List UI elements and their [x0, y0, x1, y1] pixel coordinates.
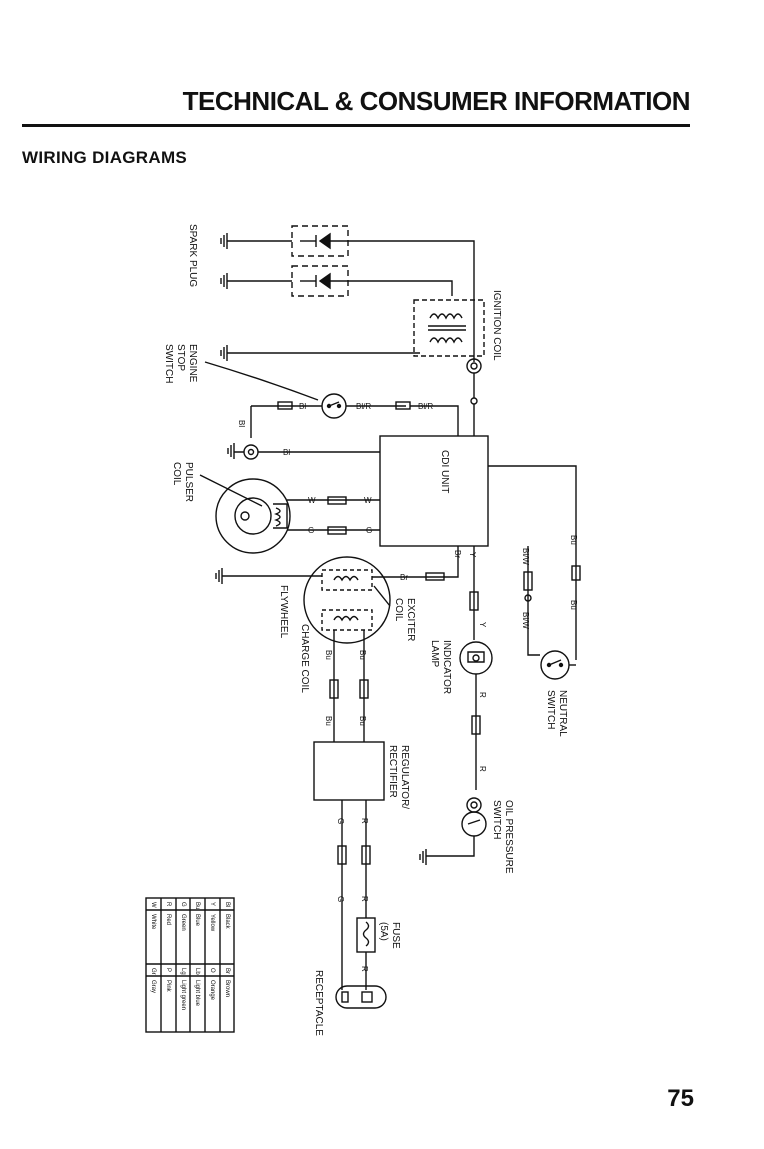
wire-label: R: [360, 896, 369, 902]
wire-label: Bu: [324, 650, 333, 660]
exciter-label-2: COIL: [393, 598, 404, 622]
key-cell: Bl: [224, 902, 230, 907]
wire-label: Bl/W: [521, 548, 530, 565]
wire-label: Bu: [569, 600, 578, 610]
wire-label: Br: [400, 573, 408, 582]
pulser-coil: [199, 474, 291, 554]
component-labels: SPARK PLUG IGNITION COIL ENGINE STOP SWI…: [163, 224, 568, 1036]
wire-label: Bl: [237, 420, 246, 427]
key-cell: O: [209, 968, 215, 973]
key-cell: Lg: [180, 968, 186, 975]
spark-plug-label: SPARK PLUG: [187, 224, 198, 287]
receptacle: [335, 985, 387, 1009]
wire-label: Y: [478, 622, 487, 628]
key-cell: G: [180, 902, 186, 907]
key-cell: Gr: [150, 968, 156, 975]
spark-plug-2: [227, 265, 349, 297]
cdi-unit-label: CDI UNIT: [439, 450, 450, 493]
indicator-lamp: [459, 641, 493, 675]
neutral-switch: [540, 650, 570, 680]
regulator-label-2: RECTIFIER: [387, 745, 398, 798]
wire-label: G: [336, 818, 345, 824]
color-key-text: Bl Black Br Brown Y Yellow O Orange Bu B…: [150, 902, 230, 1010]
oil-pressure-label-1: OIL PRESSURE: [503, 800, 514, 874]
neutral-switch-label-2: SWITCH: [545, 690, 556, 729]
oil-pressure-label-2: SWITCH: [491, 800, 502, 839]
charge-coil-label: CHARGE COIL: [299, 624, 310, 693]
key-cell: Black: [224, 914, 230, 930]
wire-label: R: [360, 966, 369, 972]
ignition-coil-label: IGNITION COIL: [491, 290, 502, 361]
key-cell: White: [150, 914, 156, 930]
wire-label: R: [478, 692, 487, 698]
key-cell: Y: [209, 902, 215, 906]
flywheel-label: FLYWHEEL: [278, 585, 289, 639]
key-cell: W: [150, 902, 156, 908]
wire-label: Bl/W: [521, 612, 530, 629]
fuse-label-2: (5A): [378, 922, 389, 941]
key-cell: Light blue: [194, 980, 200, 1007]
engine-stop-label-3: SWITCH: [163, 344, 174, 383]
cdi-unit: [379, 435, 489, 547]
pulser-label-1: PULSER: [183, 462, 194, 502]
wire-label: Bl/R: [418, 402, 433, 411]
ignition-coil: [413, 299, 485, 374]
regulator-label-1: REGULATOR/: [399, 745, 410, 809]
color-key-table: [145, 897, 235, 1033]
header-rule: [22, 124, 690, 127]
key-cell: Red: [165, 914, 171, 925]
wire-label: Bu: [324, 716, 333, 726]
key-cell: P: [165, 968, 171, 972]
wire-label: Bl/R: [356, 402, 371, 411]
wire-label: R: [360, 818, 369, 824]
receptacle-label: RECEPTACLE: [313, 970, 324, 1036]
indicator-lamp-label-2: LAMP: [429, 640, 440, 668]
key-cell: Blue: [194, 914, 200, 927]
neutral-switch-label-1: NEUTRAL: [557, 690, 568, 737]
engine-stop-label-1: ENGINE: [187, 344, 198, 383]
wire-label: W: [364, 496, 372, 505]
key-cell: Bu: [194, 902, 200, 909]
wire-label: Bu: [358, 650, 367, 660]
page-header-title: TECHNICAL & CONSUMER INFORMATION: [182, 86, 691, 116]
spark-plug-1: [227, 225, 349, 257]
key-cell: Pink: [165, 980, 171, 993]
wire-label: Bl: [299, 402, 306, 411]
key-cell: Yellow: [209, 914, 215, 932]
fuse-label-1: FUSE: [390, 922, 401, 949]
wire-label: G: [308, 526, 314, 535]
wire-label: Bu: [358, 716, 367, 726]
key-cell: Lb: [194, 968, 200, 975]
wire-label: W: [308, 496, 316, 505]
wire-label: Br: [453, 550, 462, 558]
wire-label: Bu: [569, 535, 578, 545]
wire-label: Y: [468, 552, 477, 558]
wire-label: R: [478, 766, 487, 772]
key-cell: Light green: [180, 980, 186, 1010]
wire-labels: Bl Bl/R Bl/R Bl Bl W W G G Br Br Y Y Bl/…: [237, 402, 578, 972]
key-cell: Brown: [224, 980, 230, 997]
wire-label: G: [336, 896, 345, 902]
key-cell: Orange: [209, 980, 215, 1001]
regulator-rectifier: [313, 741, 385, 801]
fuse: [356, 917, 376, 953]
page-number: 75: [667, 1085, 694, 1112]
key-cell: Br: [224, 968, 230, 974]
oil-pressure-switch: [461, 797, 487, 837]
key-cell: Gray: [150, 980, 156, 993]
pulser-label-2: COIL: [171, 462, 182, 486]
indicator-lamp-label-1: INDICATOR: [441, 640, 452, 694]
key-cell: R: [165, 902, 171, 907]
key-cell: Green: [180, 914, 186, 931]
engine-stop-label-2: STOP: [175, 344, 186, 371]
wire-label: G: [366, 526, 372, 535]
flywheel: [303, 556, 391, 644]
engine-stop-switch: [204, 361, 347, 419]
wire-label: Bl: [283, 448, 290, 457]
exciter-label-1: EXCITER: [405, 598, 416, 641]
section-title: WIRING DIAGRAMS: [22, 148, 188, 167]
